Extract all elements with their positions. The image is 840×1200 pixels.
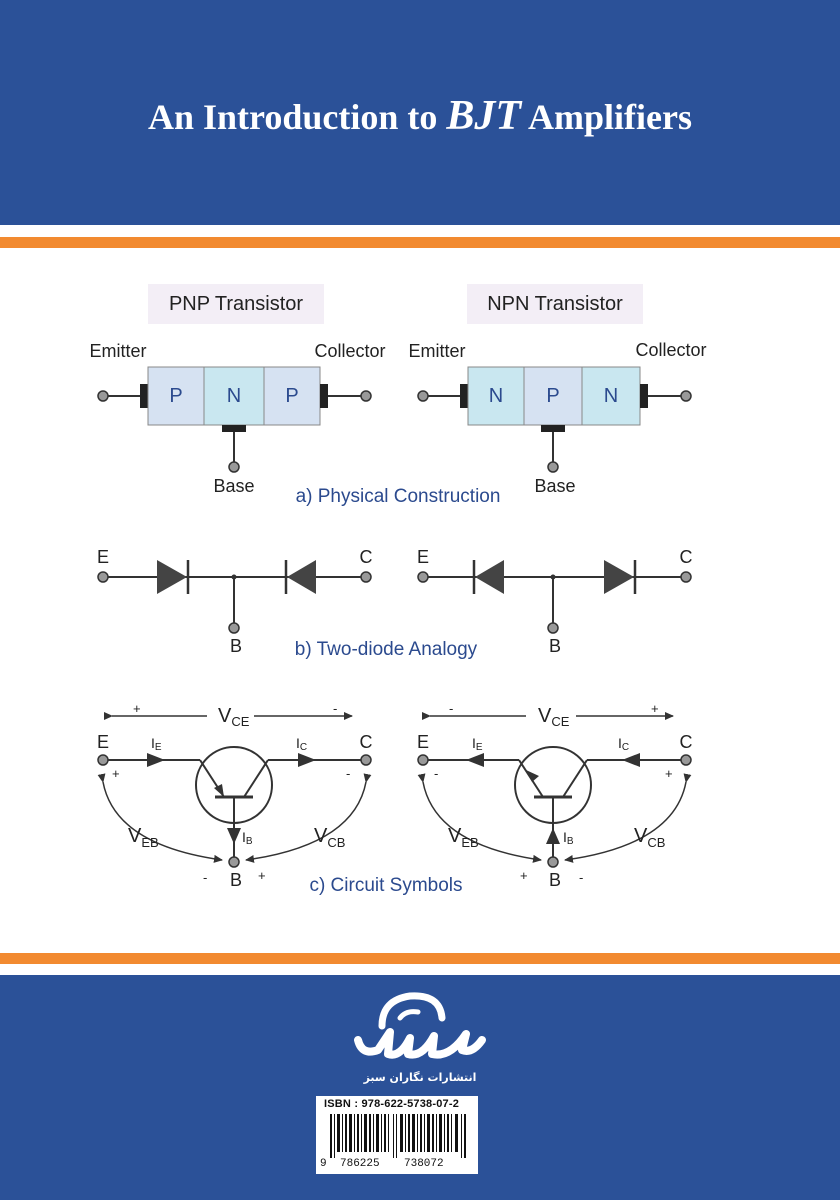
barcode-digits-right: 738072: [404, 1158, 444, 1170]
publisher-name: انتشارات نگاران سبز: [363, 1071, 477, 1084]
pnp-two-diode: E C B: [97, 547, 373, 656]
isbn-barcode-box: ISBN : 978-622-5738-07-2 9 786225 738072: [316, 1096, 478, 1174]
pnp-layer-2: N: [227, 385, 241, 407]
pnp-circuit-symbol: + - VCE E C IE IC IB B - + + - VEB VCB: [97, 701, 373, 890]
npn-circuit-symbol: - + VCE E C IE IC IB B + - - + VEB VCB: [417, 701, 693, 890]
npn-sym-b: B: [549, 870, 561, 890]
npn-vce-plus: +: [651, 701, 659, 716]
pnp-ic-label: IC: [296, 735, 307, 753]
pnp-title: PNP Transistor: [169, 293, 303, 315]
pnp-sym-b: B: [230, 870, 242, 890]
pnp-layer-3: P: [285, 385, 298, 407]
pnp-c-minus: -: [346, 766, 350, 781]
npn-sym-e: E: [417, 732, 429, 752]
top-band: An Introduction to BJT Amplifiers: [0, 0, 840, 225]
pnp-vce-label: VCE: [218, 705, 250, 729]
npn-diode-e-label: E: [417, 547, 429, 567]
npn-b-plus: +: [520, 868, 528, 883]
npn-two-diode: E C B: [417, 547, 693, 656]
npn-vce-minus: -: [449, 701, 453, 716]
pnp-diode-c-label: C: [360, 547, 373, 567]
npn-veb-label: VEB: [448, 825, 479, 850]
pnp-vcb-label: VCB: [314, 825, 345, 850]
npn-layer-1: N: [489, 385, 503, 407]
pnp-sym-e: E: [97, 732, 109, 752]
pnp-veb-label: VEB: [128, 825, 159, 850]
pnp-diode-b-label: B: [230, 636, 242, 656]
npn-layer-2: P: [546, 385, 559, 407]
npn-emitter-label: Emitter: [408, 341, 465, 361]
pnp-sym-c: C: [360, 732, 373, 752]
pnp-physical: Emitter Collector P N P Base: [89, 341, 385, 496]
bjt-diagram: PNP Transistor NPN Transistor Emitter Co…: [89, 284, 707, 896]
barcode-digit-prefix: 9: [320, 1158, 327, 1170]
npn-title-box: [467, 284, 643, 324]
caption-two-diode: b) Two-diode Analogy: [295, 639, 478, 660]
pnp-emitter-label: Emitter: [89, 341, 146, 361]
npn-b-minus: -: [579, 870, 583, 885]
npn-ib-label: IB: [563, 829, 574, 847]
npn-title: NPN Transistor: [487, 293, 623, 315]
npn-vcb-label: VCB: [634, 825, 665, 850]
top-orange-stripe: [0, 237, 840, 248]
caption-physical-construction: a) Physical Construction: [296, 486, 501, 507]
pnp-ib-label: IB: [242, 829, 253, 847]
pnp-b-plus: +: [258, 868, 266, 883]
pnp-base-label: Base: [213, 476, 254, 496]
pnp-e-plus: +: [112, 766, 120, 781]
npn-physical: Emitter Collector N P N Base: [408, 340, 706, 496]
npn-c-plus: +: [665, 766, 673, 781]
pnp-b-minus: -: [203, 870, 207, 885]
npn-base-label: Base: [534, 476, 575, 496]
barcode-digits-left: 786225: [340, 1158, 380, 1170]
npn-sym-c: C: [680, 732, 693, 752]
isbn-label: ISBN : 978-622-5738-07-2: [324, 1098, 460, 1110]
npn-layer-3: N: [604, 385, 618, 407]
npn-ie-label: IE: [472, 735, 483, 753]
npn-vce-label: VCE: [538, 705, 570, 729]
pnp-vce-plus: +: [133, 701, 141, 716]
barcode: [330, 1114, 466, 1158]
pnp-diode-e-label: E: [97, 547, 109, 567]
pnp-layer-1: P: [169, 385, 182, 407]
npn-ic-label: IC: [618, 735, 629, 753]
pnp-collector-label: Collector: [314, 341, 385, 361]
npn-collector-label: Collector: [635, 340, 706, 360]
bottom-orange-stripe: [0, 953, 840, 964]
cover-title: An Introduction to BJT Amplifiers: [147, 93, 693, 139]
npn-diode-c-label: C: [680, 547, 693, 567]
pnp-ie-label: IE: [151, 735, 162, 753]
npn-e-minus: -: [434, 766, 438, 781]
npn-diode-b-label: B: [549, 636, 561, 656]
pnp-vce-minus: -: [333, 701, 337, 716]
pnp-title-box: [148, 284, 324, 324]
caption-circuit-symbols: c) Circuit Symbols: [309, 875, 462, 896]
publisher-logo: انتشارات نگاران سبز: [354, 992, 486, 1084]
